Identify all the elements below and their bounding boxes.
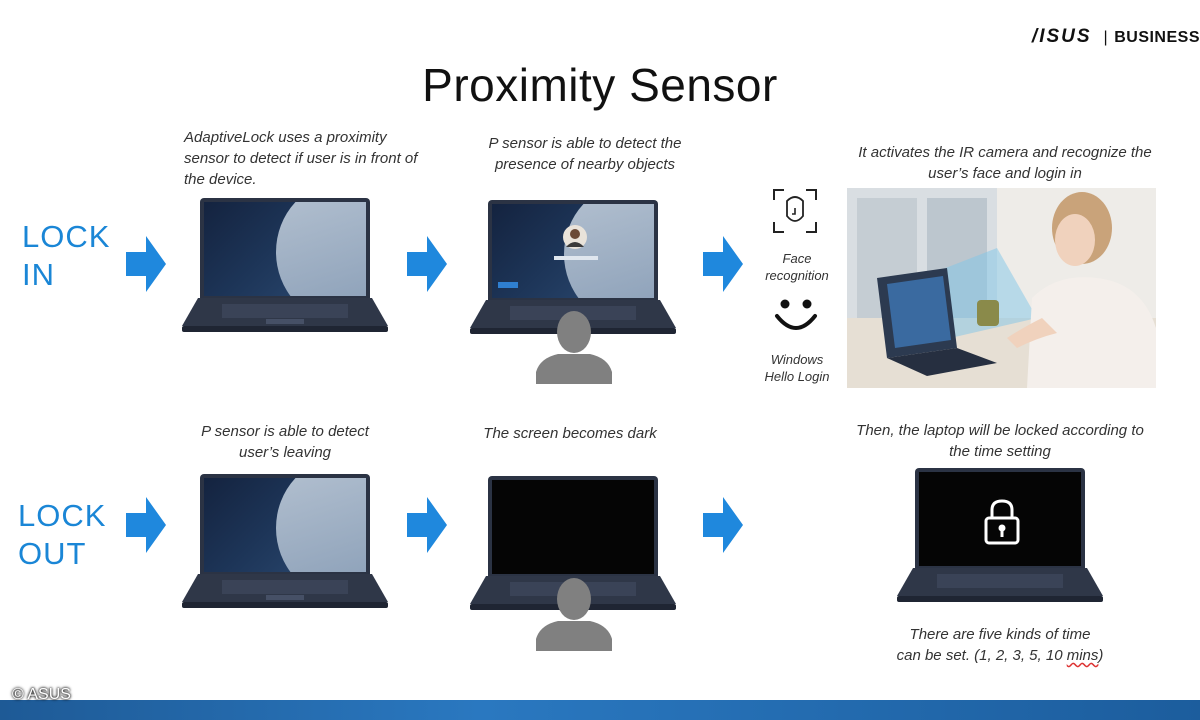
wallpaper <box>204 478 366 572</box>
lock-out-label-line2: OUT <box>18 536 87 571</box>
face-recognition-line1: Face <box>782 251 812 266</box>
time-kinds-close: ) <box>1098 647 1104 664</box>
photo-illustration <box>847 188 1156 388</box>
time-kinds-unit: mins <box>1066 647 1099 664</box>
wallpaper <box>204 202 366 296</box>
lock-out-label: LOCK OUT <box>18 497 106 573</box>
arrow-right-icon <box>703 236 743 292</box>
lock-out-label-line1: LOCK <box>18 498 107 533</box>
caption-ir-camera: It activates the IR camera and recognize… <box>858 144 1152 182</box>
laptop-keyboard-deck <box>182 574 388 608</box>
asus-logo: /ISUS <box>1031 26 1092 47</box>
arrow-right-icon <box>126 236 166 292</box>
laptop-locked <box>897 468 1103 604</box>
caption-locked: Then, the laptop will be locked accordin… <box>856 422 1144 460</box>
laptop-keyboard-deck <box>182 298 388 332</box>
time-kinds-values: can be set. (1, 2, 3, 5, 10 <box>896 647 1067 664</box>
face-recognition-label: Face recognition <box>752 250 842 284</box>
laptop-keyboard-deck <box>897 568 1103 602</box>
password-field-shape <box>554 256 598 260</box>
caption-adaptive-lock: AdaptiveLock uses a proximity sensor to … <box>184 129 418 188</box>
smiley-icon <box>775 299 817 330</box>
arrow-right-icon <box>407 497 447 553</box>
login-wallpaper <box>492 204 654 298</box>
caption-time-kinds-line1: There are five kinds of time <box>909 626 1091 643</box>
dark-display <box>492 480 654 574</box>
user-face-login-photo <box>847 188 1156 388</box>
windows-hello-line1: Windows <box>770 352 824 367</box>
windows-hello-line2: Hello Login <box>764 369 830 384</box>
caption-time-kinds: There are five kinds of time can be set.… <box>870 624 1130 666</box>
arrow-right-icon <box>703 497 743 553</box>
laptop-screen <box>200 474 370 576</box>
brand-header: /ISUS | BUSINESS <box>1032 26 1200 48</box>
face-scan-icon <box>773 189 817 233</box>
padlock-icon <box>984 499 1020 545</box>
locked-display <box>919 472 1081 566</box>
lock-in-label-line1: LOCK <box>22 219 111 254</box>
windows-hello-label: Windows Hello Login <box>752 351 842 385</box>
person-silhouette-icon <box>536 578 612 651</box>
lock-in-label: LOCK IN <box>22 218 110 294</box>
laptop-screen <box>488 200 658 302</box>
caption-detect-presence: P sensor is able to detect the presence … <box>488 135 682 173</box>
face-recognition-line2: recognition <box>765 268 829 283</box>
user-avatar-icon <box>563 225 587 249</box>
laptop-screen <box>915 468 1085 570</box>
footer-bar <box>0 700 1200 720</box>
laptop-wallpaper <box>182 198 388 334</box>
laptop-screen <box>488 476 658 578</box>
arrow-right-icon <box>407 236 447 292</box>
laptop-wallpaper-row2 <box>182 474 388 610</box>
caption-time-kinds-line2: can be set. (1, 2, 3, 5, 10 mins) <box>870 645 1130 666</box>
page-title: Proximity Sensor <box>422 59 778 111</box>
brand-division: BUSINESS <box>1114 29 1200 46</box>
lock-in-label-line2: IN <box>22 257 55 292</box>
laptop-screen <box>200 198 370 300</box>
arrow-right-icon <box>126 497 166 553</box>
brand-separator: | <box>1103 29 1109 46</box>
login-option-shape <box>498 282 518 288</box>
person-silhouette-icon <box>536 311 612 384</box>
caption-screen-dark: The screen becomes dark <box>483 425 657 442</box>
caption-detect-leaving: P sensor is able to detect user’s leavin… <box>201 423 369 461</box>
copyright: © ASUS <box>12 686 71 703</box>
